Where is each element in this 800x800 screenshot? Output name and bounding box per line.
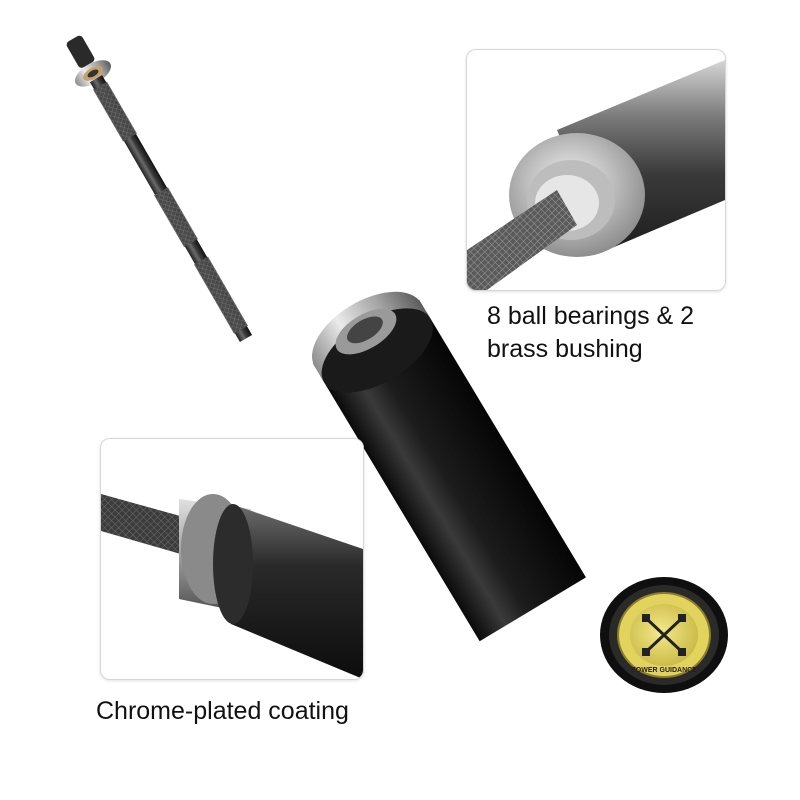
coated-sleeve [231, 504, 363, 679]
far-sleeve-tip [66, 35, 95, 68]
crossed-barbells-icon [642, 614, 686, 656]
bearings-closeup-image [467, 50, 725, 290]
coating-closeup-inset [100, 438, 364, 680]
coating-caption: Chrome-plated coating [96, 695, 349, 728]
knurl-section [194, 256, 248, 334]
bearings-caption-line-1: 8 ball bearings & 2 [487, 302, 695, 330]
knurl-section [93, 81, 137, 142]
coating-caption-text: Chrome-plated coating [96, 697, 349, 725]
knurled-shaft [101, 494, 191, 557]
end-cap-brand: POWER GUIDANCE [631, 667, 697, 674]
sleeve-body [320, 311, 586, 642]
bar-shaft [66, 35, 253, 342]
coating-closeup-image [101, 439, 363, 679]
bearings-caption-line-2: brass bushing [487, 335, 643, 363]
bar-sleeve [312, 291, 586, 642]
knurl-section [154, 187, 198, 248]
bearings-caption: 8 ball bearings & 2 brass bushing [487, 300, 694, 366]
end-cap: POWER GUIDANCE [600, 577, 728, 693]
bearings-closeup-inset [466, 49, 726, 291]
knurled-shaft [467, 190, 577, 290]
